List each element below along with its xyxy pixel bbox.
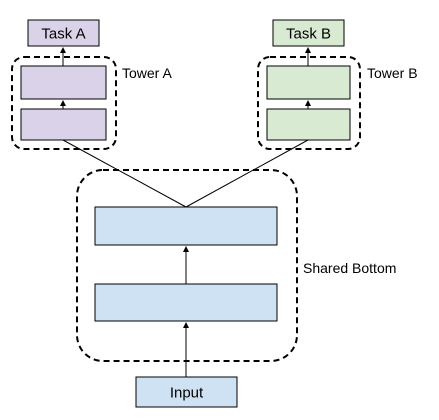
tower-a-layer-top: [20, 65, 107, 100]
task-b-label: Task B: [286, 26, 331, 43]
tower-a-layer-bottom: [20, 108, 107, 141]
line-shared-to-tower-a: [62, 139, 187, 208]
tower-b-group: [257, 56, 361, 150]
shared-bottom-group: [76, 169, 298, 362]
tower-a-label: Tower A: [122, 65, 172, 81]
tower-b-label: Tower B: [367, 65, 418, 81]
task-a-box: [27, 19, 100, 47]
input-box: [135, 376, 238, 408]
task-a-label: Task A: [41, 26, 85, 43]
shared-bottom-label: Shared Bottom: [303, 260, 396, 276]
input-label: Input: [170, 385, 204, 402]
tower-b-layer-bottom: [266, 108, 351, 141]
line-shared-to-tower-b: [185, 139, 309, 208]
task-b-box: [272, 19, 345, 47]
shared-layer-bottom: [94, 283, 278, 322]
tower-a-group: [11, 56, 117, 150]
shared-layer-top: [94, 206, 278, 246]
tower-b-layer-top: [266, 65, 351, 100]
